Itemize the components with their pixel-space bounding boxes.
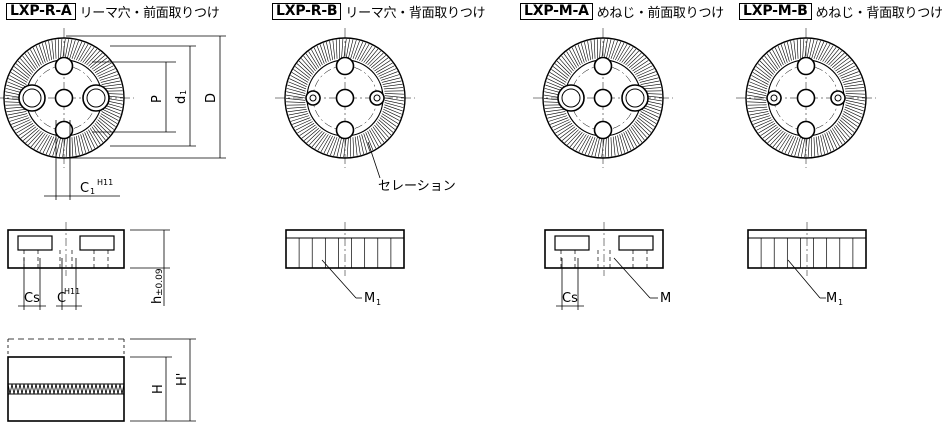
label-p: P xyxy=(150,95,165,103)
label-cs: Cs xyxy=(24,291,40,306)
label-c1-subscript: 1 xyxy=(90,187,95,196)
model-description: リーマ穴・前面取りつけ xyxy=(79,5,220,21)
model-description: めねじ・前面取りつけ xyxy=(596,5,724,21)
top-view-lxp-m-a xyxy=(533,28,673,168)
front-view-lxp-r-b xyxy=(285,222,405,276)
model-description: リーマ穴・背面取りつけ xyxy=(345,5,486,21)
label-cs-m-a: Cs xyxy=(562,291,578,306)
label-c: C xyxy=(57,291,66,306)
model-code: LXP-R-A xyxy=(6,2,76,20)
label-m1-r-b-subscript: 1 xyxy=(376,298,381,307)
label-d: D xyxy=(204,93,219,103)
model-code: LXP-M-A xyxy=(520,2,593,20)
serration-label: セレーション xyxy=(378,179,456,194)
label-c1-tolerance: H11 xyxy=(97,178,113,187)
leader-lines xyxy=(321,141,826,299)
model-code: LXP-R-B xyxy=(272,2,342,20)
label-c1: C xyxy=(80,181,89,196)
title-lxp-m-b: LXP-M-B めねじ・背面取りつけ xyxy=(739,2,942,21)
top-view-lxp-m-b xyxy=(736,28,876,168)
top-view-lxp-r-a xyxy=(0,28,134,168)
label-h-side: H xyxy=(151,384,166,394)
title-lxp-r-a: LXP-R-A リーマ穴・前面取りつけ xyxy=(6,2,220,21)
label-c-tolerance: H11 xyxy=(64,287,80,296)
label-h-tolerance: ±0.09 xyxy=(155,268,165,296)
front-view-lxp-m-b xyxy=(747,222,867,276)
top-views xyxy=(0,28,876,168)
top-view-lxp-r-b xyxy=(275,28,415,168)
model-code: LXP-M-B xyxy=(739,2,812,20)
title-lxp-m-a: LXP-M-A めねじ・前面取りつけ xyxy=(520,2,724,21)
label-h: h xyxy=(150,296,165,304)
label-m1-r-b: M xyxy=(364,291,375,306)
label-h-prime: H' xyxy=(175,373,190,386)
label-m1-m-b-subscript: 1 xyxy=(838,298,843,307)
dimension-labels: P d 1 D C 1 H11 Cs C H11 h ±0.09 H H' セレ… xyxy=(24,90,843,394)
front-view-lxp-m-a xyxy=(544,222,664,276)
label-m: M xyxy=(660,291,671,306)
title-lxp-r-b: LXP-R-B リーマ穴・背面取りつけ xyxy=(272,2,486,21)
model-description: めねじ・背面取りつけ xyxy=(815,5,942,21)
side-view xyxy=(7,338,125,422)
front-views xyxy=(7,222,867,276)
label-d1: d xyxy=(174,96,189,104)
front-view-lxp-r-a xyxy=(7,222,125,276)
label-m1-m-b: M xyxy=(826,291,837,306)
dimension-lines xyxy=(18,35,584,422)
label-d1-subscript: 1 xyxy=(179,90,188,95)
